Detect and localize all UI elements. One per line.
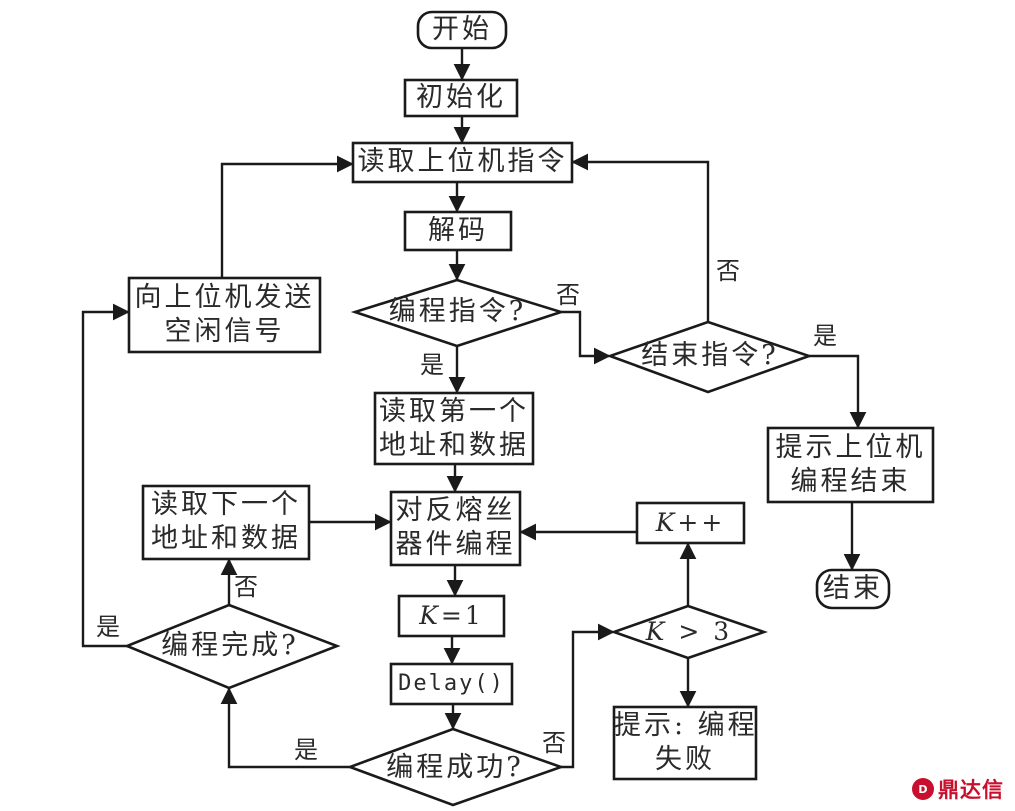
send-idle-box: 向上位机发送 空闲信号	[134, 282, 315, 347]
edge-done-yes	[81, 303, 130, 648]
read-command-box: 读取上位机指令	[357, 146, 568, 177]
edge-success-yes	[220, 687, 350, 769]
end-terminal: 结束	[823, 573, 883, 604]
prompt-end-box-shape	[766, 426, 935, 504]
read-next-box-shape	[141, 484, 311, 561]
delay-box-shape	[389, 662, 514, 706]
edge-label-success-yes: 是	[294, 736, 318, 764]
edge-label-end-no: 否	[716, 257, 740, 285]
success-diamond-shape	[346, 727, 565, 807]
read-first-box-shape	[373, 391, 535, 466]
edge-end-no	[571, 153, 710, 322]
start-terminal: 开始	[432, 14, 492, 45]
watermark-text: 鼎达信	[938, 778, 1004, 802]
program-command-diamond: 编程指令?	[388, 296, 527, 327]
k-variable: K	[419, 601, 441, 630]
decode-box-shape	[403, 210, 513, 252]
end-command-diamond-shape	[606, 320, 813, 394]
edge-success-no	[561, 623, 615, 769]
edge-program-no	[561, 310, 611, 365]
k-increment-op: ++	[677, 508, 726, 537]
edge-label-program-yes: 是	[420, 351, 444, 379]
k-gt3-op: > 3	[667, 617, 733, 646]
edge-label-done-yes: 是	[96, 613, 120, 641]
brand-mark-icon: D	[912, 778, 934, 800]
edge-end-yes	[809, 354, 867, 429]
k-init-box: K=1	[399, 599, 504, 633]
success-diamond: 编程成功?	[386, 752, 524, 783]
k-init-box-shape	[397, 594, 506, 638]
edge-idle-read	[220, 155, 354, 278]
prompt-end-box: 提示上位机 编程结束	[775, 432, 926, 497]
k-variable: K	[645, 617, 668, 646]
edge-label-done-no: 否	[234, 573, 258, 601]
k-gt3-diamond: K > 3	[624, 615, 754, 649]
prompt-fail-box: 提示: 编程 失败	[614, 710, 758, 775]
edge-label-end-yes: 是	[813, 322, 837, 350]
edge-label-success-no: 否	[542, 729, 566, 757]
done-diamond: 编程完成?	[161, 630, 299, 661]
prompt-fail-box-shape	[612, 705, 758, 781]
read-next-box: 读取下一个 地址和数据	[151, 489, 301, 554]
init-box: 初始化	[416, 82, 506, 113]
k-variable: K	[655, 508, 678, 537]
decode-box: 解码	[428, 215, 488, 246]
watermark-logo: D 鼎达信	[912, 774, 1004, 804]
k-increment-box-shape	[635, 501, 746, 545]
end-command-diamond: 结束指令?	[641, 340, 779, 371]
delay-box: Delay()	[398, 671, 505, 696]
k-increment-box: K++	[637, 506, 744, 540]
k-init-op: =1	[440, 601, 484, 630]
edge-label-program-no: 否	[556, 281, 580, 309]
program-device-box: 对反熔丝 器件编程	[395, 495, 516, 560]
init-box-shape	[403, 78, 519, 118]
read-first-box: 读取第一个 地址和数据	[379, 396, 529, 461]
